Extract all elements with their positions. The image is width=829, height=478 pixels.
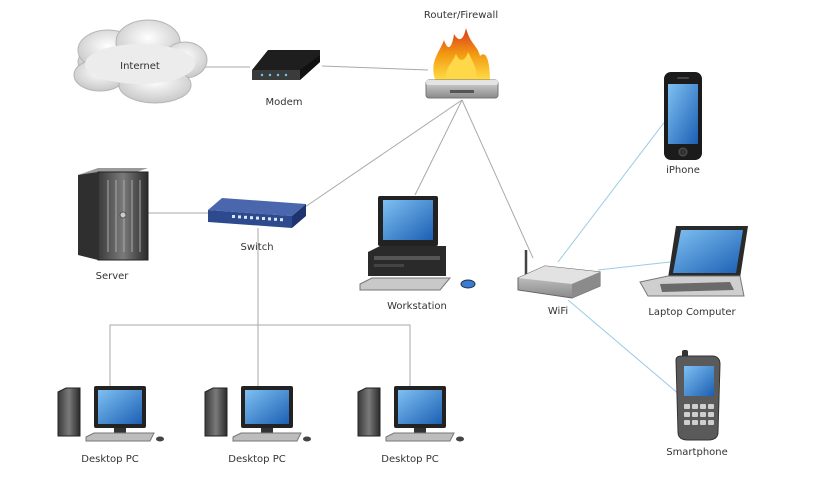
link-router-wifi <box>461 99 534 259</box>
smartphone-icon <box>675 350 721 441</box>
desktop-pc-icon <box>57 386 164 442</box>
laptop-label: Laptop Computer <box>648 307 736 318</box>
desktop-pc-icon <box>204 386 311 442</box>
workstation-node: Workstation <box>359 196 476 312</box>
internet-node: Internet <box>73 19 208 104</box>
link-modem-router <box>321 65 429 71</box>
server-node: Server <box>78 168 149 282</box>
link-router-switch <box>304 99 463 208</box>
wifi-node: WiFi <box>517 250 601 317</box>
link-wifi-laptop <box>597 261 671 271</box>
desktop-pc-label-3: Desktop PC <box>381 454 438 465</box>
router-node: Router/Firewall <box>424 10 499 99</box>
smartphone-node: Smartphone <box>666 350 728 458</box>
server-label: Server <box>96 271 130 282</box>
laptop-icon <box>639 226 748 297</box>
workstation-label: Workstation <box>387 301 447 312</box>
link-wifi-iphone <box>557 119 667 263</box>
link-desktop-bus <box>109 324 411 390</box>
modem-node: Modem <box>252 50 320 108</box>
wifi-label: WiFi <box>548 306 568 317</box>
router-label: Router/Firewall <box>424 10 498 21</box>
connections <box>109 65 681 396</box>
smartphone-label: Smartphone <box>666 447 728 458</box>
iphone-label: iPhone <box>666 165 700 176</box>
desktop-pc-label-1: Desktop PC <box>81 454 138 465</box>
firewall-icon <box>425 28 499 99</box>
desktop-pc-node-2: Desktop PC <box>204 386 311 465</box>
cloud-icon <box>73 19 208 104</box>
switch-label: Switch <box>240 242 273 253</box>
laptop-node: Laptop Computer <box>639 226 748 318</box>
desktop-pc-node-1: Desktop PC <box>57 386 164 465</box>
switch-icon <box>208 198 306 228</box>
iphone-node: iPhone <box>664 72 702 176</box>
internet-label: Internet <box>120 61 160 72</box>
wifi-router-icon <box>517 250 601 299</box>
workstation-icon <box>359 196 476 291</box>
iphone-icon <box>664 72 702 160</box>
server-icon <box>78 168 149 261</box>
link-wifi-smartphone <box>567 299 681 396</box>
desktop-pc-icon <box>357 386 464 442</box>
link-router-workstation <box>414 99 463 196</box>
modem-label: Modem <box>266 97 303 108</box>
switch-node: Switch <box>208 198 306 253</box>
modem-icon <box>252 50 320 80</box>
desktop-pc-label-2: Desktop PC <box>228 454 285 465</box>
desktop-pc-node-3: Desktop PC <box>357 386 464 465</box>
